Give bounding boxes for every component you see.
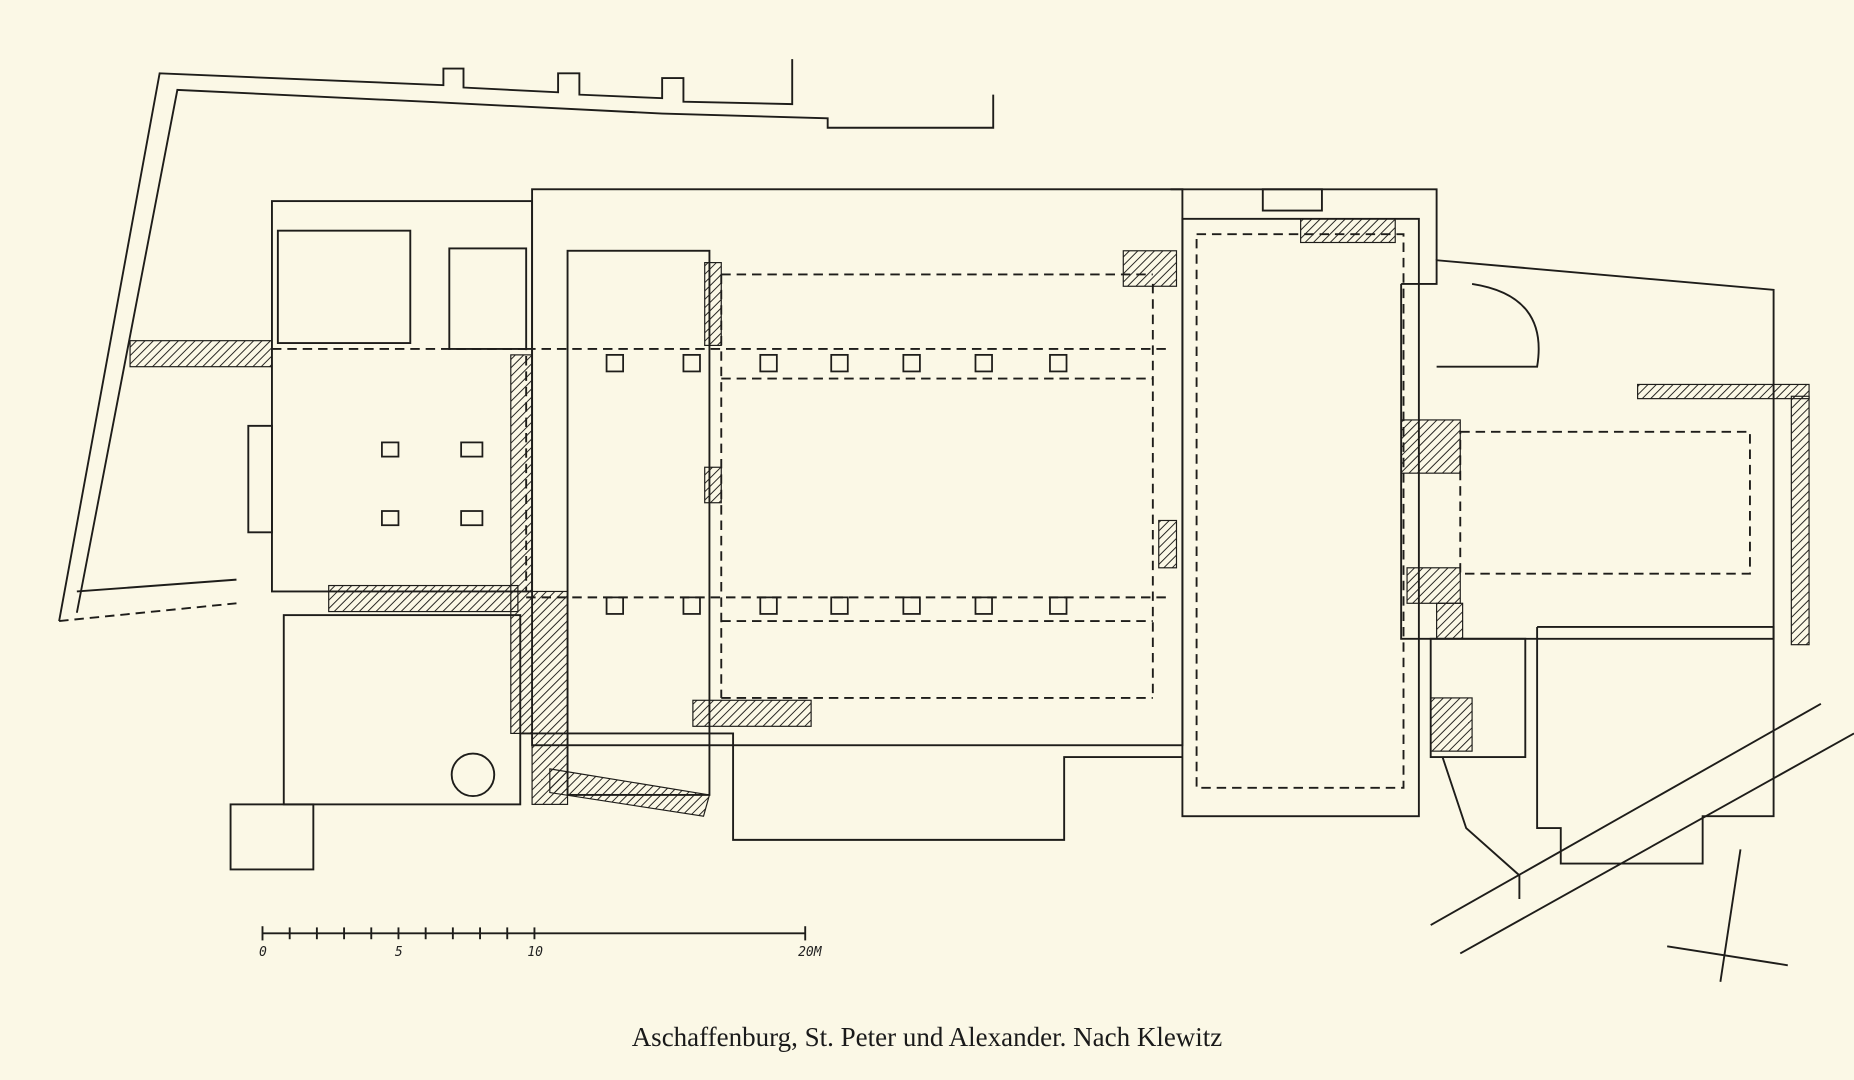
figure-caption: Aschaffenburg, St. Peter und Alexander. … (631, 1022, 1223, 1052)
nave (520, 188, 1184, 841)
street (1430, 703, 1854, 955)
piers (605, 353, 1068, 615)
choir-transept (1170, 188, 1438, 818)
west-hall (229, 200, 534, 871)
north-arrow-icon (1667, 849, 1788, 982)
scale-label-5: 5 (395, 945, 403, 960)
scale-label-10: 10 (527, 945, 543, 960)
cloister (58, 59, 995, 622)
scale-bar: 0 5 10 20M (259, 926, 823, 960)
east-buildings (1400, 259, 1810, 900)
scale-label-20m: 20M (798, 945, 823, 960)
scale-label-0: 0 (259, 945, 267, 960)
